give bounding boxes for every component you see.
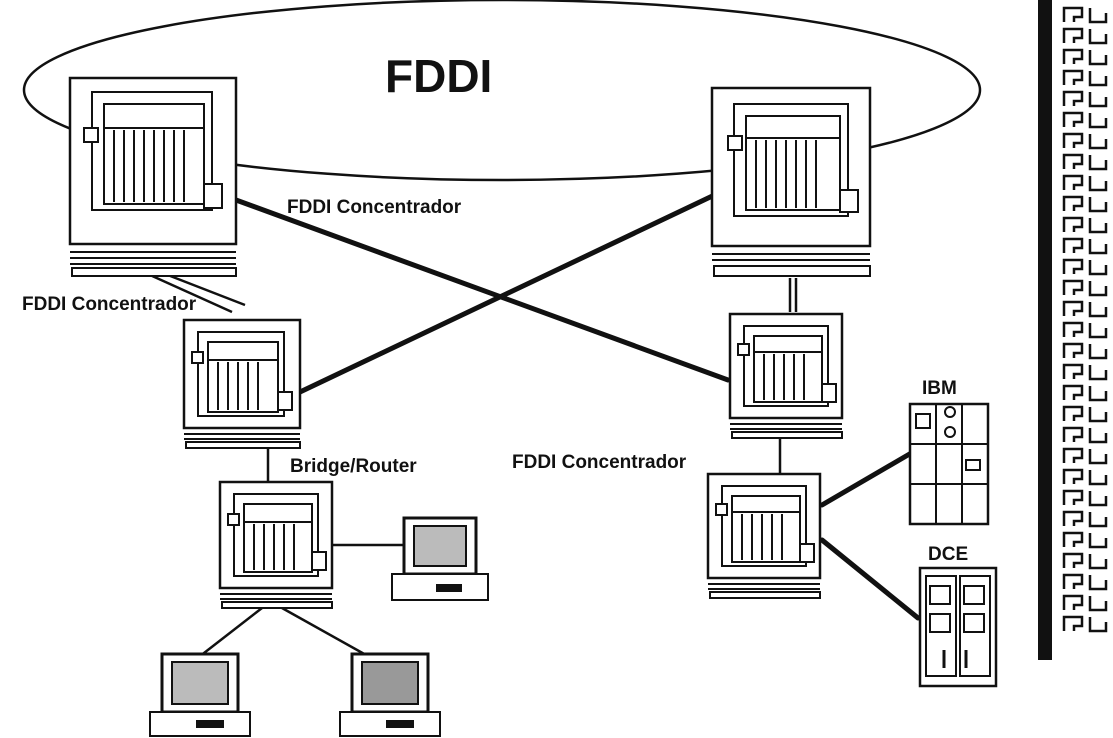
concentrator-middle-left	[184, 320, 300, 448]
border-key-segment	[1064, 71, 1106, 85]
border-key-segment	[1064, 512, 1106, 526]
label-concentrator-left: FDDI Concentrador	[22, 294, 197, 315]
link-router-to-workstation-center	[282, 608, 375, 660]
border-key-segment	[1064, 260, 1106, 274]
border-key-segment	[1064, 281, 1106, 295]
link-ring-right-to-mid-left	[300, 190, 725, 392]
border-key-segment	[1064, 218, 1106, 232]
border-key-segment	[1064, 596, 1106, 610]
border-key-segment	[1064, 365, 1106, 379]
border-key-segment	[1064, 155, 1106, 169]
link-lower-right-to-dce	[822, 540, 918, 618]
border-key-segment	[1064, 8, 1106, 22]
border-key-segment	[1064, 533, 1106, 547]
border-key-segment	[1064, 491, 1106, 505]
border-key-segment	[1064, 407, 1106, 421]
border-key-segment	[1064, 323, 1106, 337]
concentrator-lower-right	[708, 474, 820, 598]
border-key-segment	[1064, 428, 1106, 442]
border-key-segment	[1064, 554, 1106, 568]
border-key-segment	[1064, 29, 1106, 43]
label-concentrator-top: FDDI Concentrador	[287, 197, 462, 218]
border-key-segment	[1064, 344, 1106, 358]
border-key-segment	[1064, 617, 1106, 631]
label-dce: DCE	[928, 544, 968, 565]
label-ibm: IBM	[922, 378, 957, 399]
link-lower-right-to-ibm	[822, 452, 913, 505]
ibm-mainframe	[910, 404, 988, 524]
border-key-segment	[1064, 50, 1106, 64]
border-key-segment	[1064, 386, 1106, 400]
border-key-segment	[1064, 113, 1106, 127]
decorative-border	[1064, 8, 1106, 631]
side-bar	[1038, 0, 1052, 660]
workstation-right	[392, 518, 488, 600]
concentrator-ring-right	[712, 88, 870, 276]
dce-system	[920, 568, 996, 686]
border-key-segment	[1064, 176, 1106, 190]
workstation-bottom-left	[150, 654, 250, 736]
border-key-segment	[1064, 449, 1106, 463]
border-key-segment	[1064, 239, 1106, 253]
border-key-segment	[1064, 575, 1106, 589]
border-key-segment	[1064, 470, 1106, 484]
border-key-segment	[1064, 302, 1106, 316]
bridge-router-device	[220, 482, 332, 608]
link-router-to-workstation-left	[195, 608, 262, 660]
link-ring-left-to-mid-right	[236, 200, 728, 380]
workstation-bottom-center	[340, 654, 440, 736]
label-bridge-router: Bridge/Router	[290, 456, 417, 477]
border-key-segment	[1064, 92, 1106, 106]
concentrator-middle-right	[730, 314, 842, 438]
border-key-segment	[1064, 197, 1106, 211]
concentrator-ring-left	[70, 78, 236, 276]
border-key-segment	[1064, 134, 1106, 148]
fddi-ring-label: FDDI	[385, 50, 492, 102]
label-concentrator-right: FDDI Concentrador	[512, 452, 687, 473]
